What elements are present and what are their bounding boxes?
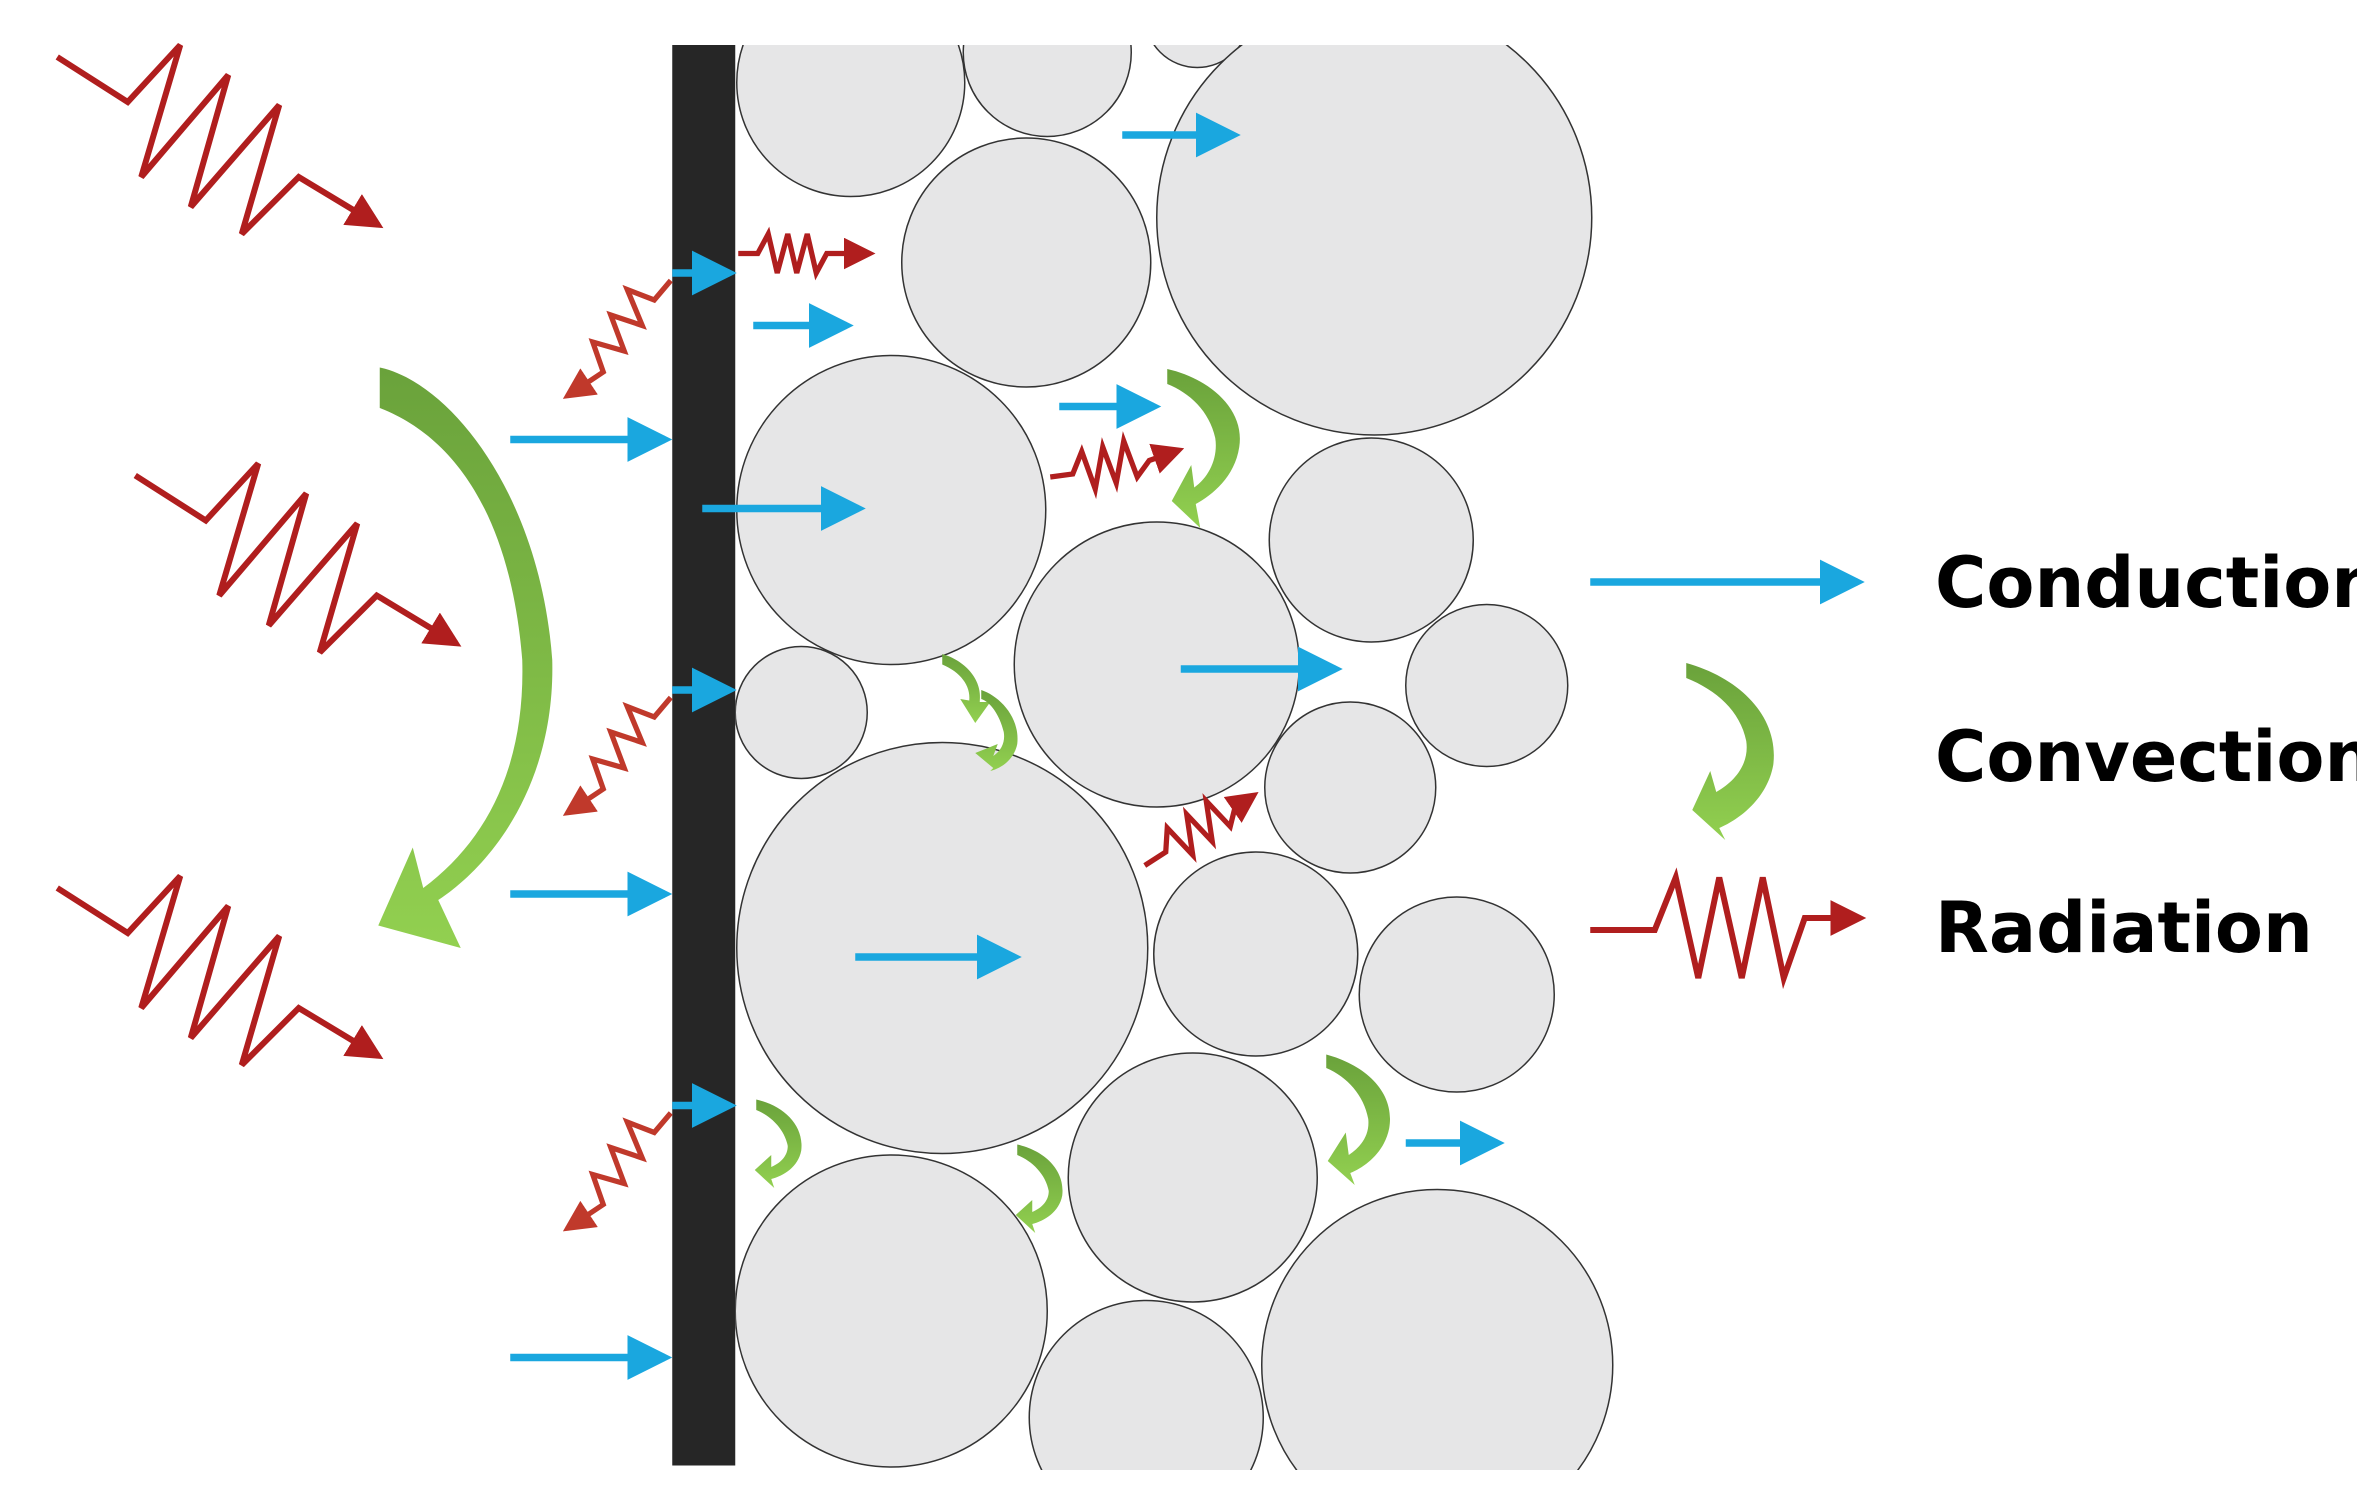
radiation-icon <box>1049 431 1185 500</box>
particle <box>736 45 966 198</box>
particle <box>901 137 1152 388</box>
radiation-icon <box>133 461 462 655</box>
convection-icon <box>1015 1144 1063 1233</box>
particle <box>735 1154 1048 1468</box>
particle <box>1156 45 1593 436</box>
radiation-icon <box>562 278 673 399</box>
convection-arrow-large <box>378 367 553 948</box>
particle <box>1067 1052 1318 1303</box>
radiation-icon <box>55 873 384 1068</box>
radiation-icon <box>1143 792 1259 868</box>
particle <box>1261 1188 1614 1470</box>
particle <box>1153 851 1359 1057</box>
legend-convection-label: Convection <box>1935 716 2357 798</box>
convection-icon <box>378 367 553 948</box>
convection-icon <box>754 1099 802 1188</box>
inner-radiation <box>738 226 1259 868</box>
particle <box>736 741 1149 1155</box>
convection-icon <box>1167 369 1240 528</box>
legend-radiation-label: Radiation <box>1935 887 2313 969</box>
legend-conduction-label: Conduction <box>1935 542 2357 624</box>
convection-icon <box>975 690 1018 771</box>
incident-radiation <box>55 42 462 1068</box>
convection-icon <box>942 654 991 723</box>
particle-bed <box>735 45 1614 1470</box>
wall <box>672 45 736 1466</box>
particle <box>1268 437 1474 643</box>
particle <box>1028 1299 1264 1470</box>
particle <box>1013 521 1300 808</box>
inner-convection <box>754 369 1391 1233</box>
legend-icons <box>1590 559 1867 990</box>
particle <box>962 45 1132 138</box>
convection-icon <box>1326 1054 1391 1185</box>
particle <box>1264 701 1437 874</box>
particle <box>735 645 868 780</box>
radiation-icon <box>562 1111 673 1232</box>
reflected-radiation <box>562 278 673 1232</box>
convection-icon <box>1686 663 1774 840</box>
radiation-icon <box>738 226 876 281</box>
particle <box>1405 603 1569 768</box>
radiation-icon <box>1590 867 1867 990</box>
conduction-arrows <box>510 112 1505 1380</box>
radiation-icon <box>562 695 673 816</box>
particle <box>1153 45 1242 69</box>
radiation-icon <box>55 42 384 237</box>
particle <box>1358 896 1555 1093</box>
